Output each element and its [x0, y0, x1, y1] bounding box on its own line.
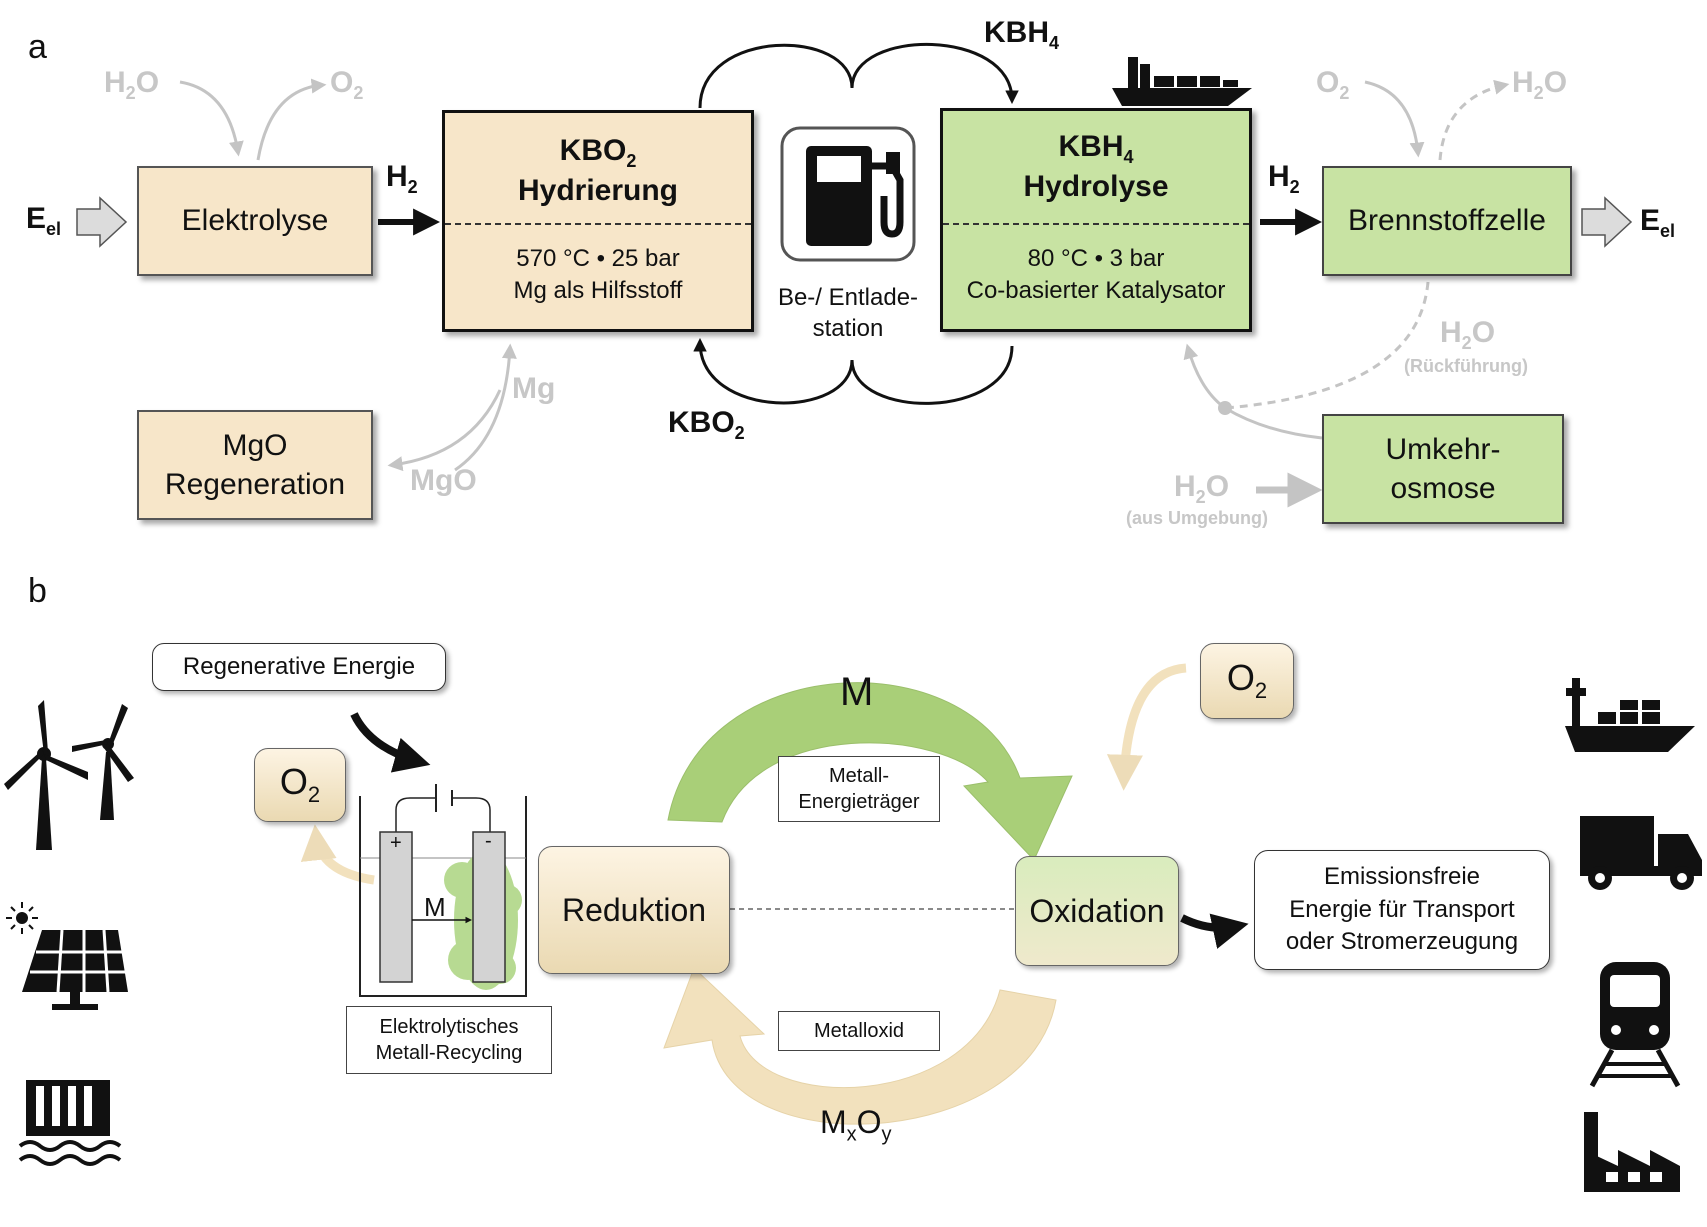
cell-caption-box: Elektrolytisches Metall-Recycling: [346, 1006, 552, 1074]
carrier-line2: Energieträger: [798, 791, 920, 813]
water-return-path: [1224, 281, 1430, 410]
mxoy-label: MxOy: [820, 1104, 892, 1146]
oxidation-box: Oxidation: [1015, 856, 1179, 966]
cargo-ship-icon: [1112, 57, 1252, 106]
energy-output-arrow: [1180, 913, 1249, 949]
output-line3: oder Stromerzeugung: [1285, 928, 1519, 956]
fuel-pump-icon: [806, 146, 904, 246]
train-icon: [1589, 962, 1681, 1088]
metal-carrier-arrow: [667, 682, 1073, 861]
osmosis-line1: Umkehr-: [1385, 433, 1501, 466]
solar-panel-icon: [6, 902, 128, 1010]
o2-fc-label: O2: [1316, 66, 1350, 103]
hydro-dam-icon: [18, 1080, 122, 1166]
electrolysis-cell: [359, 784, 527, 997]
anode-sign: +: [390, 832, 402, 854]
cathode-sign: -: [485, 830, 492, 852]
osmosis-box: Umkehr- osmose: [1322, 414, 1564, 524]
kbh4-loop-arrow: [698, 43, 1019, 109]
h2o-return-label: H2O: [1440, 316, 1496, 353]
o2-left-label: O2: [279, 761, 321, 808]
electrolysis-label: Elektrolyse: [181, 204, 329, 237]
o2-left-box: O2: [254, 748, 346, 822]
h2-label-right: H2: [1268, 160, 1300, 197]
mgo-label: MgO: [410, 464, 477, 497]
o2-right-box: O2: [1200, 643, 1294, 719]
o2-feed-arrow: [1106, 663, 1187, 791]
energy-out-arrow: [1581, 196, 1633, 248]
hydrolysis-title: KBH4 Hydrolyse: [1023, 130, 1169, 203]
o2-release-arrow: [300, 824, 375, 885]
panel-label-b: b: [28, 572, 47, 610]
energy-in-label: Eel: [26, 202, 62, 239]
cathode: [472, 831, 506, 983]
metal-arc-label: M: [840, 670, 874, 714]
kbo2-label: KBO2: [668, 406, 745, 443]
hydrogenation-title: KBO2 Hydrierung: [517, 134, 679, 207]
fuelcell-box: Brennstoffzelle: [1322, 166, 1572, 276]
fuelcell-label: Brennstoffzelle: [1348, 204, 1546, 237]
truck-icon: [1580, 816, 1702, 890]
factory-icon: [1584, 1112, 1680, 1192]
anode: [379, 831, 413, 983]
hydrogenation-conditions: 570 °C • 25 bar Mg als Hilfsstoff: [513, 245, 683, 305]
o2-out-arrow: [256, 78, 327, 161]
cargo-ship-icon: [1565, 678, 1695, 752]
mg-label: Mg: [512, 372, 556, 405]
metal-oxide-arrow: [663, 967, 1057, 1125]
osmosis-line2: osmose: [1390, 472, 1496, 505]
o2-right-label: O2: [1226, 657, 1268, 704]
kbh4-label: KBH4: [984, 16, 1060, 53]
mgo-box-line1: MgO: [222, 429, 288, 462]
h2o-fc-label: H2O: [1512, 66, 1568, 103]
hydrogenation-box: KBO2 Hydrierung 570 °C • 25 bar Mg als H…: [442, 110, 754, 332]
h2-label-left: H2: [386, 160, 418, 197]
regenerative-energy-box: Regenerative Energie: [152, 643, 446, 691]
mgo-regeneration-box: MgO Regeneration: [137, 410, 373, 520]
panel-label-a: a: [28, 28, 47, 66]
reduction-label: Reduktion: [561, 891, 707, 928]
h2o-in-arrow: [179, 80, 244, 157]
water-to-hydrolysis-arrow: [1183, 343, 1226, 410]
h2o-env-label: H2O: [1174, 470, 1230, 507]
cell-caption-line1: Elektrolytisches: [379, 1016, 519, 1038]
oxide-box: Metalloxid: [778, 1011, 940, 1051]
o2-fc-arrow: [1364, 80, 1425, 158]
return-note: (Rückführung): [1404, 356, 1528, 376]
carrier-line1: Metall-: [828, 765, 889, 787]
energy-in-arrow: [76, 196, 128, 248]
energy-input-arrow: [350, 712, 431, 773]
mgo-return-arrow: [387, 389, 502, 472]
oxidation-label: Oxidation: [1029, 892, 1165, 929]
osmosis-water-path: [1224, 406, 1323, 440]
h2o-in-label: H2O: [104, 66, 160, 103]
station-label: Be-/ Entlade-station: [777, 284, 919, 343]
oxide-label: Metalloxid: [813, 1019, 905, 1042]
hydrolysis-box: KBH4 Hydrolyse 80 °C • 3 bar Co-basierte…: [940, 108, 1252, 332]
cell-metal-label: M: [424, 892, 446, 922]
wind-turbine-icon: [4, 700, 134, 850]
output-line1: Emissionsfreie: [1323, 863, 1481, 891]
energy-out-label: Eel: [1640, 204, 1676, 241]
mgo-arrow: [454, 343, 517, 472]
regenerative-energy-label: Regenerative Energie: [182, 653, 416, 680]
output-line2: Energie für Transport: [1289, 895, 1515, 923]
carrier-box: Metall- Energieträger: [778, 756, 940, 822]
h2o-fc-arrow: [1438, 79, 1510, 161]
cell-caption-line2: Metall-Recycling: [375, 1042, 523, 1064]
electrolysis-box: Elektrolyse: [137, 166, 373, 276]
o2-out-label: O2: [330, 66, 364, 103]
env-note: (aus Umgebung): [1126, 508, 1268, 528]
reduction-box: Reduktion: [538, 846, 730, 974]
output-box: Emissionsfreie Energie für Transport ode…: [1254, 850, 1550, 970]
mgo-box-line2: Regeneration: [164, 468, 346, 501]
hydrolysis-conditions: 80 °C • 3 bar Co-basierter Katalysator: [966, 245, 1226, 305]
kbo2-loop-arrow: [693, 337, 1014, 405]
